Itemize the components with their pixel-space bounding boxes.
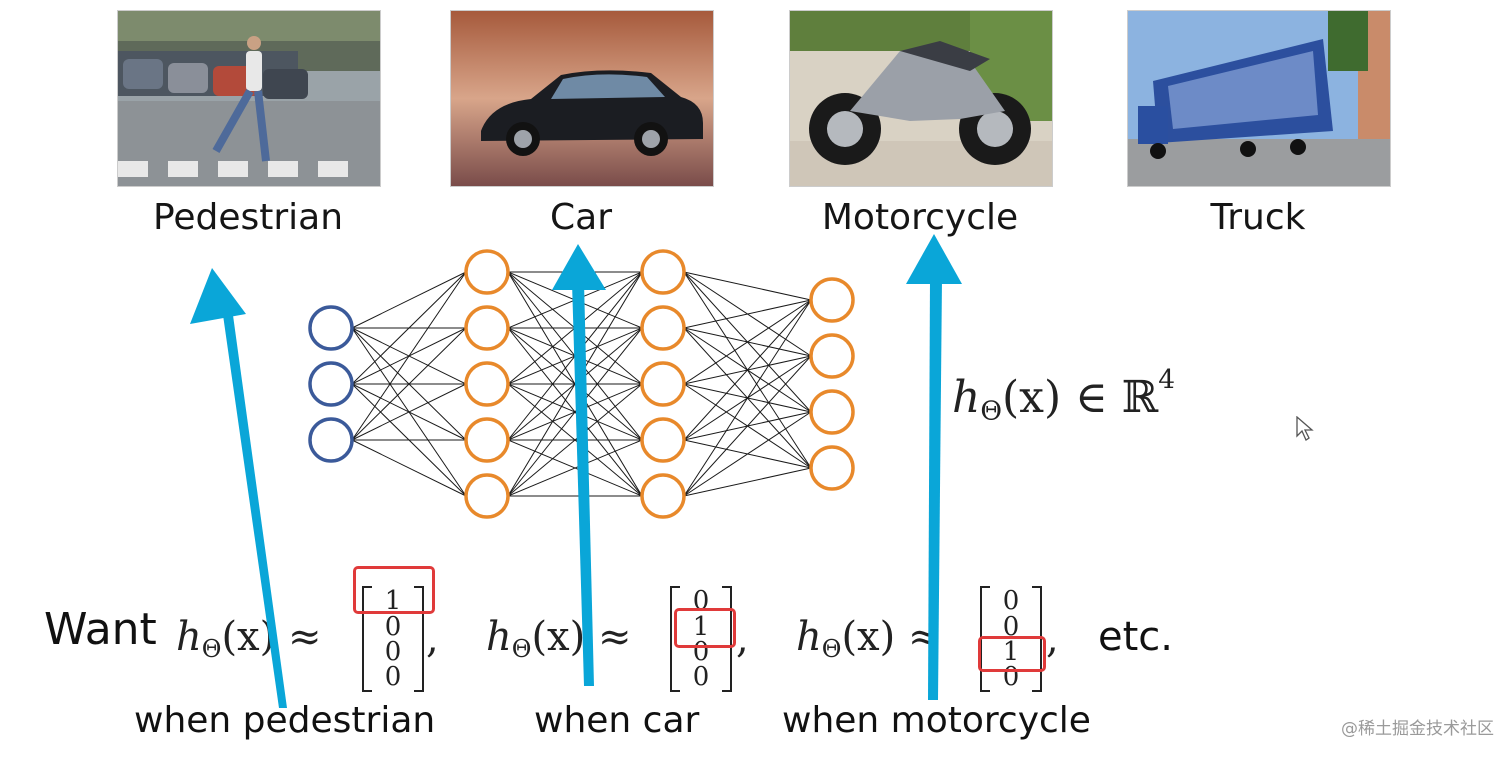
hypothesis-h: h <box>952 371 981 423</box>
vector-entry: 1 <box>1002 637 1020 667</box>
expr-3-theta: Θ <box>821 635 842 664</box>
hidden-node <box>464 361 510 407</box>
expr-2-rhs: (x) ≈ <box>531 614 632 660</box>
label-pedestrian: Pedestrian <box>152 197 344 238</box>
hidden-node <box>640 417 686 463</box>
expr-1-h: h <box>176 614 202 660</box>
want-label: Want <box>44 604 157 655</box>
hidden-node <box>464 305 510 351</box>
vector-entry: 0 <box>384 662 402 692</box>
comma-2: , <box>736 616 749 662</box>
network-edge <box>351 271 467 441</box>
vector-entry: 0 <box>384 637 402 667</box>
hypothesis-dimension: 4 <box>1158 364 1176 395</box>
input-node <box>308 361 354 407</box>
expr-3-h: h <box>796 614 822 660</box>
output-node <box>809 333 855 379</box>
mouse-cursor-icon <box>1296 416 1314 441</box>
truck-photo <box>1127 10 1391 187</box>
vector-entry: 0 <box>1002 586 1020 616</box>
car-photo <box>450 10 714 187</box>
comma-3: , <box>1046 616 1059 662</box>
network-edge <box>683 467 812 497</box>
motorcycle-photo <box>789 10 1053 187</box>
hidden-node <box>464 249 510 295</box>
hidden-node <box>464 417 510 463</box>
hidden-node <box>640 473 686 519</box>
output-node <box>809 389 855 435</box>
expr-1-theta: Θ <box>201 635 222 664</box>
network-edge <box>683 299 812 329</box>
pedestrian-photo <box>117 10 381 187</box>
highlight-box-car <box>674 608 736 648</box>
want-expr-3: hΘ(x) ≈ <box>796 614 941 663</box>
network-edge <box>683 411 812 497</box>
hypothesis-expression: hΘ(x) ∈ ℝ4 <box>952 364 1175 427</box>
expr-1-rhs: (x) ≈ <box>221 614 322 660</box>
network-edges <box>351 271 812 497</box>
hypothesis-arg: (x) ∈ ℝ <box>1001 371 1159 423</box>
highlight-box-motorcycle <box>978 636 1046 672</box>
vector-entry: 1 <box>692 612 710 642</box>
network-edge <box>683 299 812 497</box>
want-expr-1: hΘ(x) ≈ <box>176 614 321 663</box>
label-truck: Truck <box>1210 197 1306 238</box>
caption-motorcycle: when motorcycle <box>782 700 1091 741</box>
network-edge <box>683 299 812 441</box>
hidden-node <box>640 361 686 407</box>
output-node <box>809 277 855 323</box>
vector-entry: 0 <box>692 586 710 616</box>
input-node <box>308 417 354 463</box>
network-edge <box>351 439 467 497</box>
hypothesis-theta: Θ <box>980 395 1002 427</box>
label-car: Car <box>550 197 612 238</box>
watermark: @稀土掘金技术社区 <box>1341 719 1494 739</box>
vector-entry: 0 <box>1002 612 1020 642</box>
highlight-box-pedestrian <box>353 566 435 614</box>
etc-label: etc. <box>1098 614 1173 660</box>
vector-entry: 1 <box>384 586 402 616</box>
hidden-node <box>640 305 686 351</box>
caption-car: when car <box>534 700 700 741</box>
network-edge <box>683 355 812 497</box>
want-expr-2: hΘ(x) ≈ <box>486 614 631 663</box>
expr-2-theta: Θ <box>511 635 532 664</box>
network-edge <box>351 383 467 441</box>
expr-3-rhs: (x) ≈ <box>841 614 942 660</box>
network-edge <box>683 299 812 385</box>
hidden-node <box>464 473 510 519</box>
caption-pedestrian: when pedestrian <box>134 700 436 741</box>
expr-2-h: h <box>486 614 512 660</box>
network-edge <box>683 271 812 301</box>
network-edge <box>351 271 467 329</box>
hidden-node <box>640 249 686 295</box>
vector-pedestrian: 1 0 0 0 <box>362 586 424 692</box>
vector-entry: 0 <box>384 612 402 642</box>
input-node <box>308 305 354 351</box>
vector-entry: 0 <box>692 662 710 692</box>
network-edge <box>351 327 467 441</box>
comma-1: , <box>426 616 439 662</box>
label-motorcycle: Motorcycle <box>821 197 1019 238</box>
output-node <box>809 445 855 491</box>
network-edge <box>351 271 467 385</box>
